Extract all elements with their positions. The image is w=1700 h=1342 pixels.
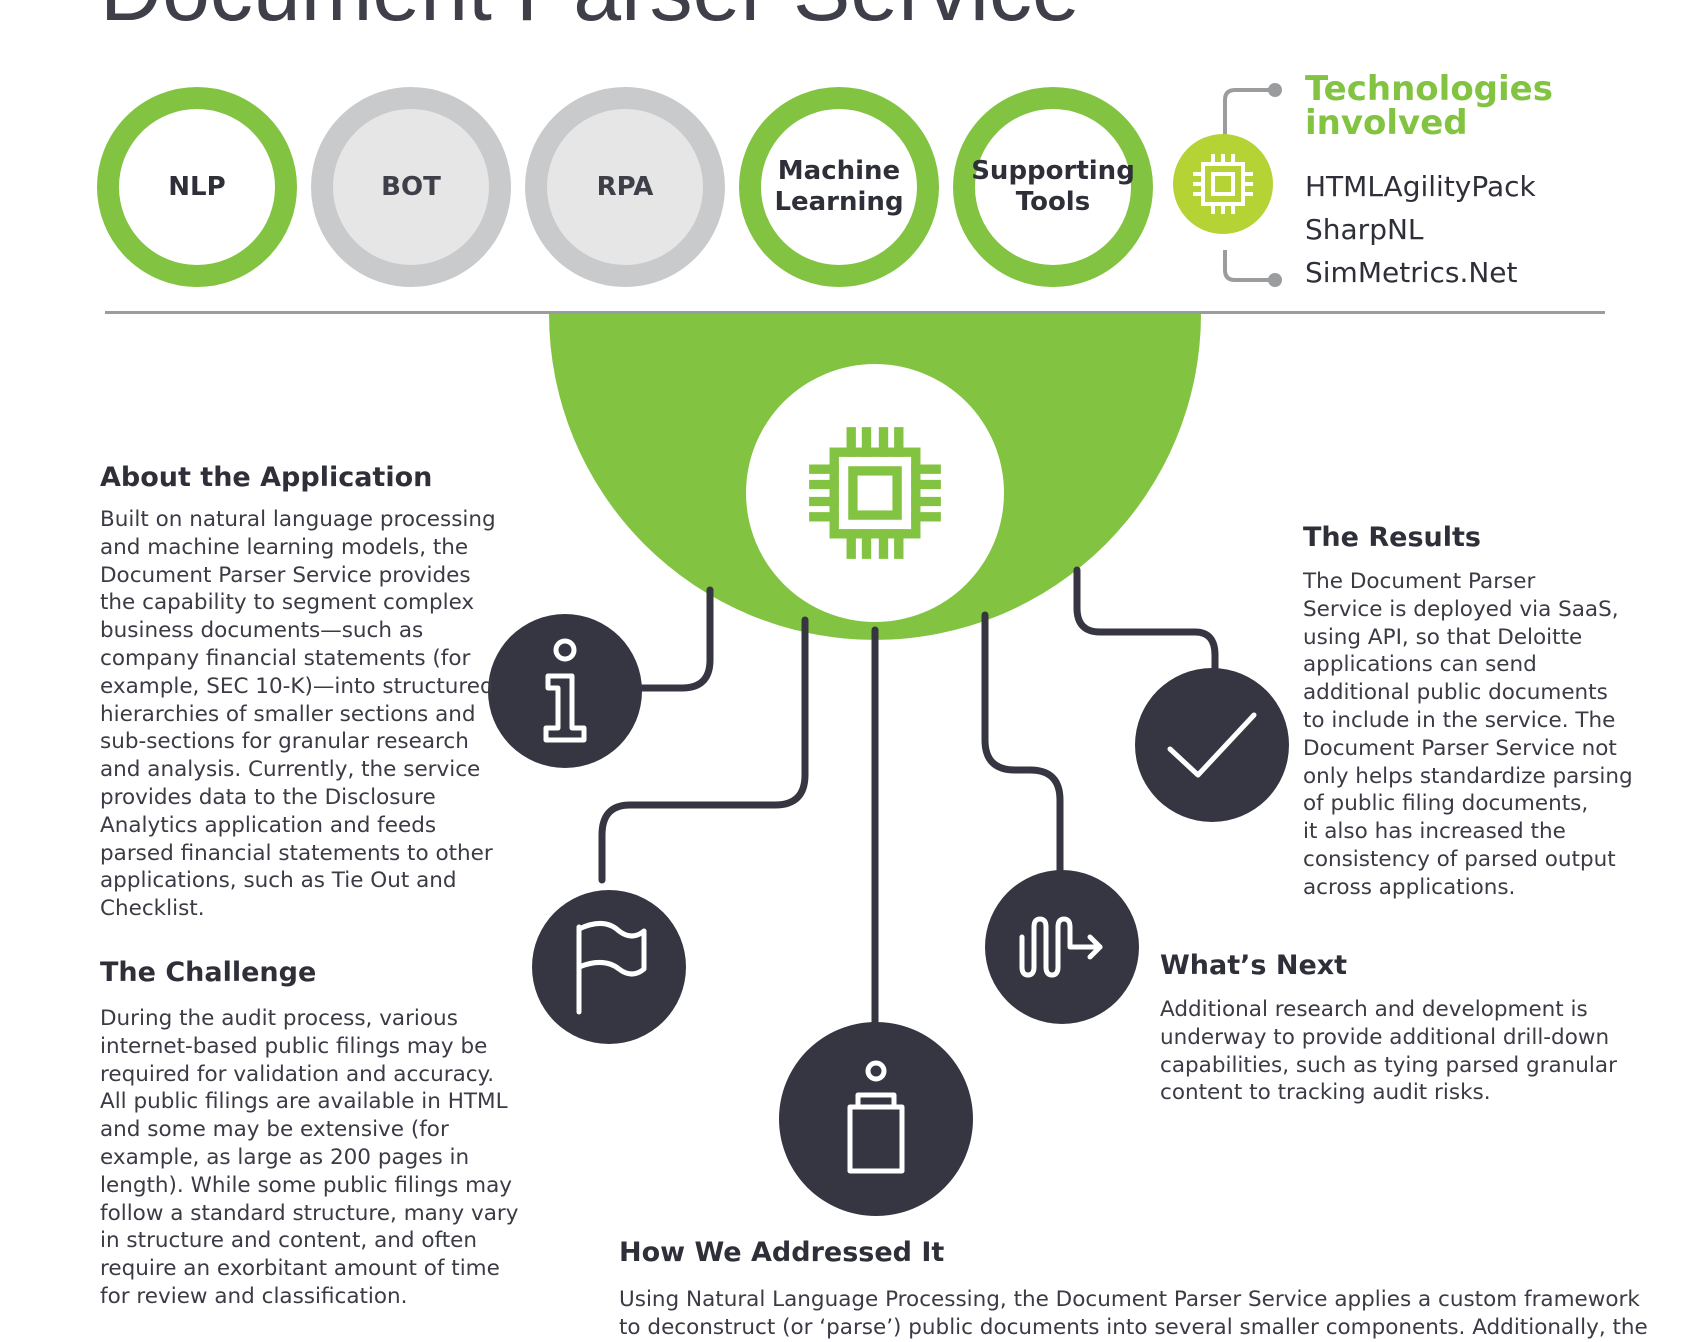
addressed-heading: How We Addressed It [619,1237,945,1268]
addressed-line: to deconstruct (or ‘parse’) public docum… [619,1314,1648,1340]
challenge-line: All public filings are available in HTML [100,1089,508,1115]
about-line: sub-sections for granular research [100,729,469,755]
about-line: parsed financial statements to other [100,840,493,866]
checkmark-icon [1167,712,1257,778]
connector-results [1073,566,1219,684]
about-line: provides data to the Disclosure [100,784,436,810]
connector-next [981,611,1064,884]
about-line: and analysis. Currently, the service [100,757,481,783]
challenge-line: internet-based public filings may be [100,1033,488,1059]
connector-challenge [598,616,809,884]
about-line: the capability to segment complex [100,590,475,616]
capability-label: BOT [381,171,441,202]
about-line: hierarchies of smaller sections and [100,701,476,727]
results-line: only helps standardize parsing [1303,763,1633,789]
next-heading: What’s Next [1160,950,1348,981]
about-line: business documents—such as [100,618,424,644]
next-line: Additional research and development is [1160,997,1588,1022]
person-icon [847,1060,905,1174]
next-line: underway to provide additional drill-dow… [1160,1024,1610,1050]
technology-item: SimMetrics.Net [1305,256,1518,289]
challenge-heading: The Challenge [100,957,317,988]
results-heading: The Results [1303,522,1481,553]
challenge-line: example, as large as 200 pages in [100,1144,470,1170]
about-line: Analytics application and feeds [100,812,437,838]
technologies-title-line: Technologies [1305,69,1553,109]
results-line: consistency of parsed output [1303,846,1616,872]
page-title: Document Parser Service [100,0,1080,41]
about-line: and machine learning models, the [100,534,469,560]
next-line: content to tracking audit risks. [1160,1080,1491,1106]
results-line: Service is deployed via SaaS, [1303,596,1619,622]
hub-center [746,364,1004,622]
about-line: Checklist. [100,896,205,922]
about-line: Built on natural language processing [100,507,496,532]
challenge-line: for review and classification. [100,1283,408,1309]
results-line: of public filing documents, [1303,791,1589,817]
next-line: capabilities, such as tying parsed granu… [1160,1052,1617,1078]
about-node [488,614,642,768]
tech-bracket [1223,83,1282,287]
results-line: to include in the service. The [1303,707,1616,733]
about-line: applications, such as Tie Out and [100,868,457,894]
results-line: The Document Parser [1303,569,1536,594]
technology-item: SharpNL [1305,213,1424,246]
challenge-line: follow a standard structure, many vary [100,1200,519,1226]
results-line: using API, so that Deloitte [1303,624,1583,650]
capability-label: Supporting Tools [971,156,1135,217]
technology-item: HTMLAgilityPack [1305,170,1536,203]
challenge-line: require an exorbitant amount of time [100,1256,500,1282]
flag-icon [576,921,647,1015]
about-line: company financial statements (for [100,645,471,671]
challenge-line: During the audit process, various [100,1006,458,1031]
challenge-node [532,890,686,1044]
chip-icon [1193,154,1253,214]
about-line: example, SEC 10-K)—into structured [100,673,494,699]
challenge-line: length). While some public filings may [100,1172,513,1198]
technologies-title-line: involved [1305,103,1468,143]
capability-label: NLP [168,171,226,202]
chip-icon [809,427,941,559]
addressed-line: Using Natural Language Processing, the D… [619,1287,1640,1312]
challenge-line: in structure and content, and often [100,1228,478,1254]
info-icon [543,638,587,743]
connector-about [626,586,714,692]
about-heading: About the Application [100,462,433,493]
results-line: across applications. [1303,874,1516,900]
about-line: Document Parser Service provides [100,562,471,588]
results-node [1135,668,1289,822]
capability-label: RPA [596,171,654,202]
capability-label: Machine Learning [774,156,904,217]
tech-icon-circle [1173,134,1273,234]
next-node [985,870,1139,1024]
capability-rpa: RPA [525,87,725,287]
results-line: Document Parser Service not [1303,735,1617,761]
results-line: additional public documents [1303,680,1608,706]
addressed-node [779,1022,973,1216]
challenge-line: and some may be extensive (for [100,1117,449,1143]
technologies-title: Technologies involved [1305,72,1553,140]
results-line: it also has increased the [1303,819,1566,845]
addressed-body: Using Natural Language Processing, the D… [619,1286,1648,1342]
signal-arrow-icon [1019,916,1103,978]
challenge-line: required for validation and accuracy. [100,1061,495,1087]
capability-nlp: NLP [97,87,297,287]
results-line: applications can send [1303,652,1537,678]
divider [105,311,1605,314]
